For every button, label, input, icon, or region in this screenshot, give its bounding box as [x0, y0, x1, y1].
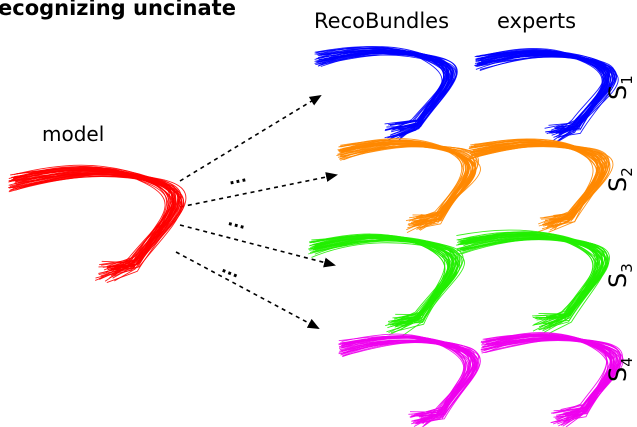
model-label: model — [42, 122, 105, 146]
fiber-streamline — [339, 146, 474, 225]
fiber-streamline — [315, 235, 457, 328]
fiber-streamline — [470, 142, 602, 226]
fiber-streamline — [481, 338, 615, 416]
fiber-streamline — [319, 52, 453, 139]
fiber-streamline — [480, 339, 622, 423]
fiber-streamline — [482, 337, 616, 424]
arrow-s3 — [179, 224, 336, 268]
fiber-streamline — [478, 54, 614, 141]
subject-label-s3: S3 — [604, 263, 636, 288]
arrows-group — [175, 94, 338, 329]
fiber-streamline — [340, 143, 474, 227]
experts-s1-bundle — [474, 48, 619, 145]
fiber-streamline — [337, 143, 471, 226]
fiber-streamline — [10, 175, 183, 279]
fiber-streamline — [340, 143, 473, 225]
fiber-streamline — [469, 144, 606, 230]
fiber-streamline — [475, 53, 617, 138]
experts-s2-bundle — [468, 138, 614, 233]
recobundles-s1-bundle — [314, 46, 458, 141]
fiber-streamline — [476, 56, 618, 141]
fiber-streamline — [12, 173, 176, 279]
fiber-streamline — [485, 337, 618, 418]
arrow-s4 — [175, 251, 320, 329]
fiber-streamline — [342, 342, 481, 422]
fiber-streamline — [319, 50, 448, 131]
recobundles-column-label: RecoBundles — [314, 9, 450, 33]
fiber-streamline — [318, 52, 452, 130]
fiber-streamline — [473, 145, 606, 230]
recobundles-s3-bundle — [308, 233, 465, 337]
fiber-streamline — [472, 145, 610, 233]
fiber-streamline — [8, 171, 174, 268]
fiber-streamline — [14, 173, 180, 280]
ellipsis-1: ... — [226, 166, 249, 189]
fiber-streamline — [318, 53, 458, 141]
fiber-streamline — [476, 53, 608, 139]
fiber-streamline — [8, 172, 179, 282]
fiber-streamline — [310, 240, 464, 333]
arrow-s1 — [179, 94, 322, 182]
fiber-streamline — [457, 236, 607, 333]
fiber-streamline — [468, 144, 608, 229]
arrow-s2 — [179, 172, 338, 208]
fiber-streamline — [317, 51, 453, 137]
fiber-streamline — [478, 54, 616, 138]
experts-s4-bundle — [480, 332, 624, 427]
fiber-streamline — [319, 51, 454, 136]
fiber-streamline — [11, 170, 180, 271]
experts-column-label: experts — [497, 9, 577, 33]
recobundles-s2-bundle — [336, 138, 481, 234]
figure-title: ecognizing uncinate — [0, 0, 236, 20]
fiber-streamline — [339, 144, 475, 229]
fiber-streamline — [315, 240, 459, 329]
fiber-streamline — [474, 142, 600, 226]
fiber-streamline — [15, 173, 177, 271]
fiber-streamline — [473, 143, 604, 227]
fiber-streamline — [479, 56, 616, 136]
fiber-streamline — [315, 50, 453, 135]
fiber-streamline — [473, 146, 614, 227]
fiber-streamline — [460, 239, 607, 331]
fiber-streamline — [338, 339, 475, 423]
fiber-streamline — [336, 145, 479, 229]
fiber-streamline — [479, 54, 607, 134]
fiber-streamline — [344, 340, 476, 425]
fiber-streamline — [316, 50, 449, 139]
fiber-streamline — [8, 176, 184, 280]
fiber-streamline — [12, 170, 179, 279]
fiber-streamline — [311, 242, 465, 337]
fiber-streamline — [344, 341, 477, 427]
fiber-streamline — [339, 144, 474, 223]
subject-label-s1: S1 — [604, 75, 636, 100]
fiber-streamline — [10, 174, 178, 274]
fiber-streamline — [474, 143, 603, 224]
subject-label-s2: S2 — [604, 167, 636, 192]
fiber-streamline — [12, 172, 181, 273]
recobundles-s4-bundle — [338, 333, 481, 427]
fiber-streamline — [470, 143, 604, 227]
fiber-streamline — [483, 337, 615, 422]
fiber-streamline — [340, 341, 479, 427]
fiber-streamline — [308, 239, 454, 327]
fiber-streamline — [9, 171, 176, 276]
model-bundle — [8, 164, 187, 284]
fiber-streamline — [342, 340, 476, 426]
fiber-streamline — [9, 174, 183, 282]
fiber-streamline — [318, 51, 450, 131]
fiber-streamline — [474, 143, 603, 226]
fiber-streamline — [14, 169, 179, 271]
experts-s3-bundle — [456, 229, 610, 334]
fiber-streamline — [311, 237, 452, 329]
fiber-streamline — [314, 51, 453, 131]
subject-label-s4: S4 — [604, 357, 636, 382]
fiber-streamline — [484, 338, 622, 424]
fiber-streamline — [485, 338, 615, 425]
fiber-streamline — [8, 173, 182, 271]
